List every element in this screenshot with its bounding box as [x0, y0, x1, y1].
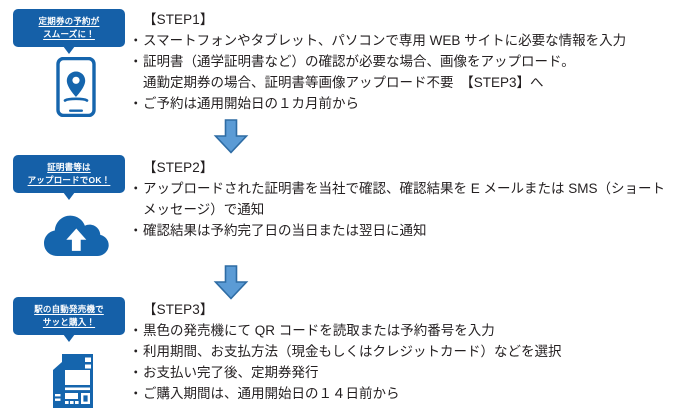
badge-step1-line1: 定期券の予約が: [38, 16, 100, 26]
step-1-line-2: 証明書（通学証明書など）の確認が必要な場合、画像をアップロード。: [129, 51, 691, 72]
badge-step1: 定期券の予約が スムーズに！: [13, 9, 125, 54]
badge-step1-tail: [63, 46, 75, 54]
badge-step2: 証明書等は アップロードでOK！: [13, 155, 125, 200]
step-1-title: 【STEP1】: [143, 12, 214, 27]
badge-step1-line2: スムーズに！: [43, 29, 95, 39]
step-3-line-3: お支払い完了後、定期券発行: [129, 362, 691, 383]
badge-step3-line1: 駅の自動発売機で: [34, 304, 104, 314]
step-2-title: 【STEP2】: [143, 160, 214, 175]
step-1-line-4: ご予約は通用開始日の１カ月前から: [129, 93, 691, 114]
step-3-line-2: 利用期間、お支払方法（現金もしくはクレジットカード）などを選択: [129, 341, 691, 362]
step-1-line-1: スマートフォンやタブレット、パソコンで専用 WEB サイトに必要な情報を入力: [129, 30, 691, 51]
step-3-line-4: ご購入期間は、通用開始日の１４日前から: [129, 383, 691, 404]
down-arrow-step2-to-step3: [213, 265, 249, 305]
step-block-3: 【STEP3】 黒色の発売機にて QR コードを読取または予約番号を入力 利用期…: [129, 300, 691, 404]
step-block-2: 【STEP2】 アップロードされた証明書を当社で確認、確認結果を E メールまた…: [129, 158, 691, 241]
step-3-line-1: 黒色の発売機にて QR コードを読取または予約番号を入力: [129, 320, 691, 341]
badge-step2-line2: アップロードでOK！: [27, 175, 111, 185]
step-1-line-3: 通勤定期券の場合、証明書等画像アップロード不要 【STEP3】へ: [143, 75, 544, 90]
badge-step3-line2: サッと購入！: [42, 317, 96, 327]
cloud-upload-icon: [43, 211, 109, 264]
step-2-line-2: メッセージ）で通知: [143, 202, 265, 217]
step-2-line-1: アップロードされた証明書を当社で確認、確認結果を E メールまたは SMS（ショ…: [129, 178, 691, 199]
step-block-1: 【STEP1】 スマートフォンやタブレット、パソコンで専用 WEB サイトに必要…: [129, 10, 691, 114]
badge-step2-tail: [63, 192, 75, 200]
ticket-vending-machine-icon: [50, 352, 98, 415]
badge-step3: 駅の自動発売機で サッと購入！: [13, 297, 125, 342]
badge-step3-tail: [63, 334, 75, 342]
smartphone-location-icon: [55, 56, 97, 122]
badge-step2-line1: 証明書等は: [47, 162, 91, 172]
step-3-title: 【STEP3】: [143, 302, 214, 317]
down-arrow-step1-to-step2: [213, 119, 249, 159]
step-2-line-3: 確認結果は予約完了日の当日または翌日に通知: [129, 220, 691, 241]
